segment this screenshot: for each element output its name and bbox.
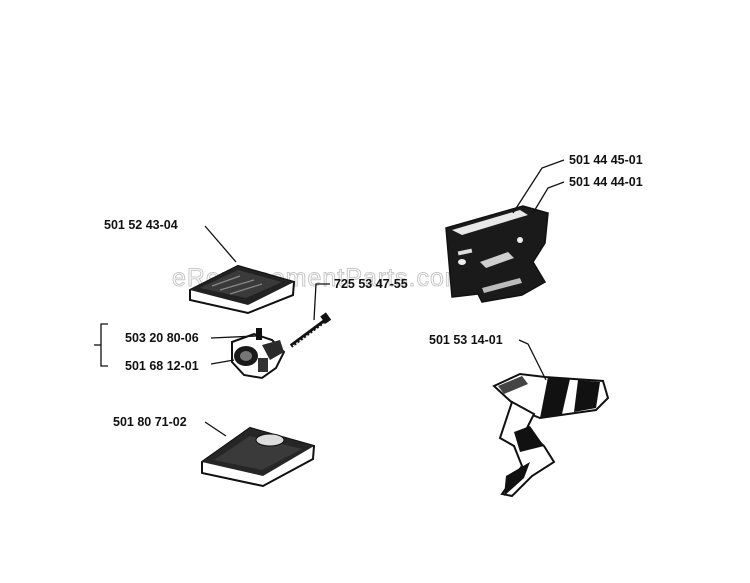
leader-p2 [532, 181, 565, 214]
leader-p8 [204, 421, 227, 437]
part-label-501-80-71-02: 501 80 71-02 [113, 415, 187, 429]
leader-p7 [518, 339, 547, 381]
part-label-501-68-12-01: 501 68 12-01 [125, 359, 199, 373]
part-label-725-53-47-55: 725 53 47-55 [334, 277, 408, 291]
chain-deflector-drawing [492, 372, 610, 498]
part-label-501-44-45-01: 501 44 45-01 [569, 153, 643, 167]
cover-drawing [201, 426, 316, 488]
leader-p4 [313, 283, 330, 321]
part-label-501-53-14-01: 501 53 14-01 [429, 333, 503, 347]
part-label-503-20-80-06: 503 20 80-06 [125, 331, 199, 345]
part-label-501-52-43-04: 501 52 43-04 [104, 218, 178, 232]
leader-p3 [204, 225, 237, 263]
leader-p6 [210, 359, 235, 365]
carburetor-drawing [231, 328, 286, 380]
leader-p5 [210, 335, 257, 339]
leader-p1 [512, 159, 565, 214]
screw-drawing [289, 312, 332, 348]
air-filter-drawing [189, 264, 296, 315]
bracket-inner [100, 323, 108, 367]
part-label-501-44-44-01: 501 44 44-01 [569, 175, 643, 189]
chain-guide-plate-drawing [445, 205, 549, 303]
